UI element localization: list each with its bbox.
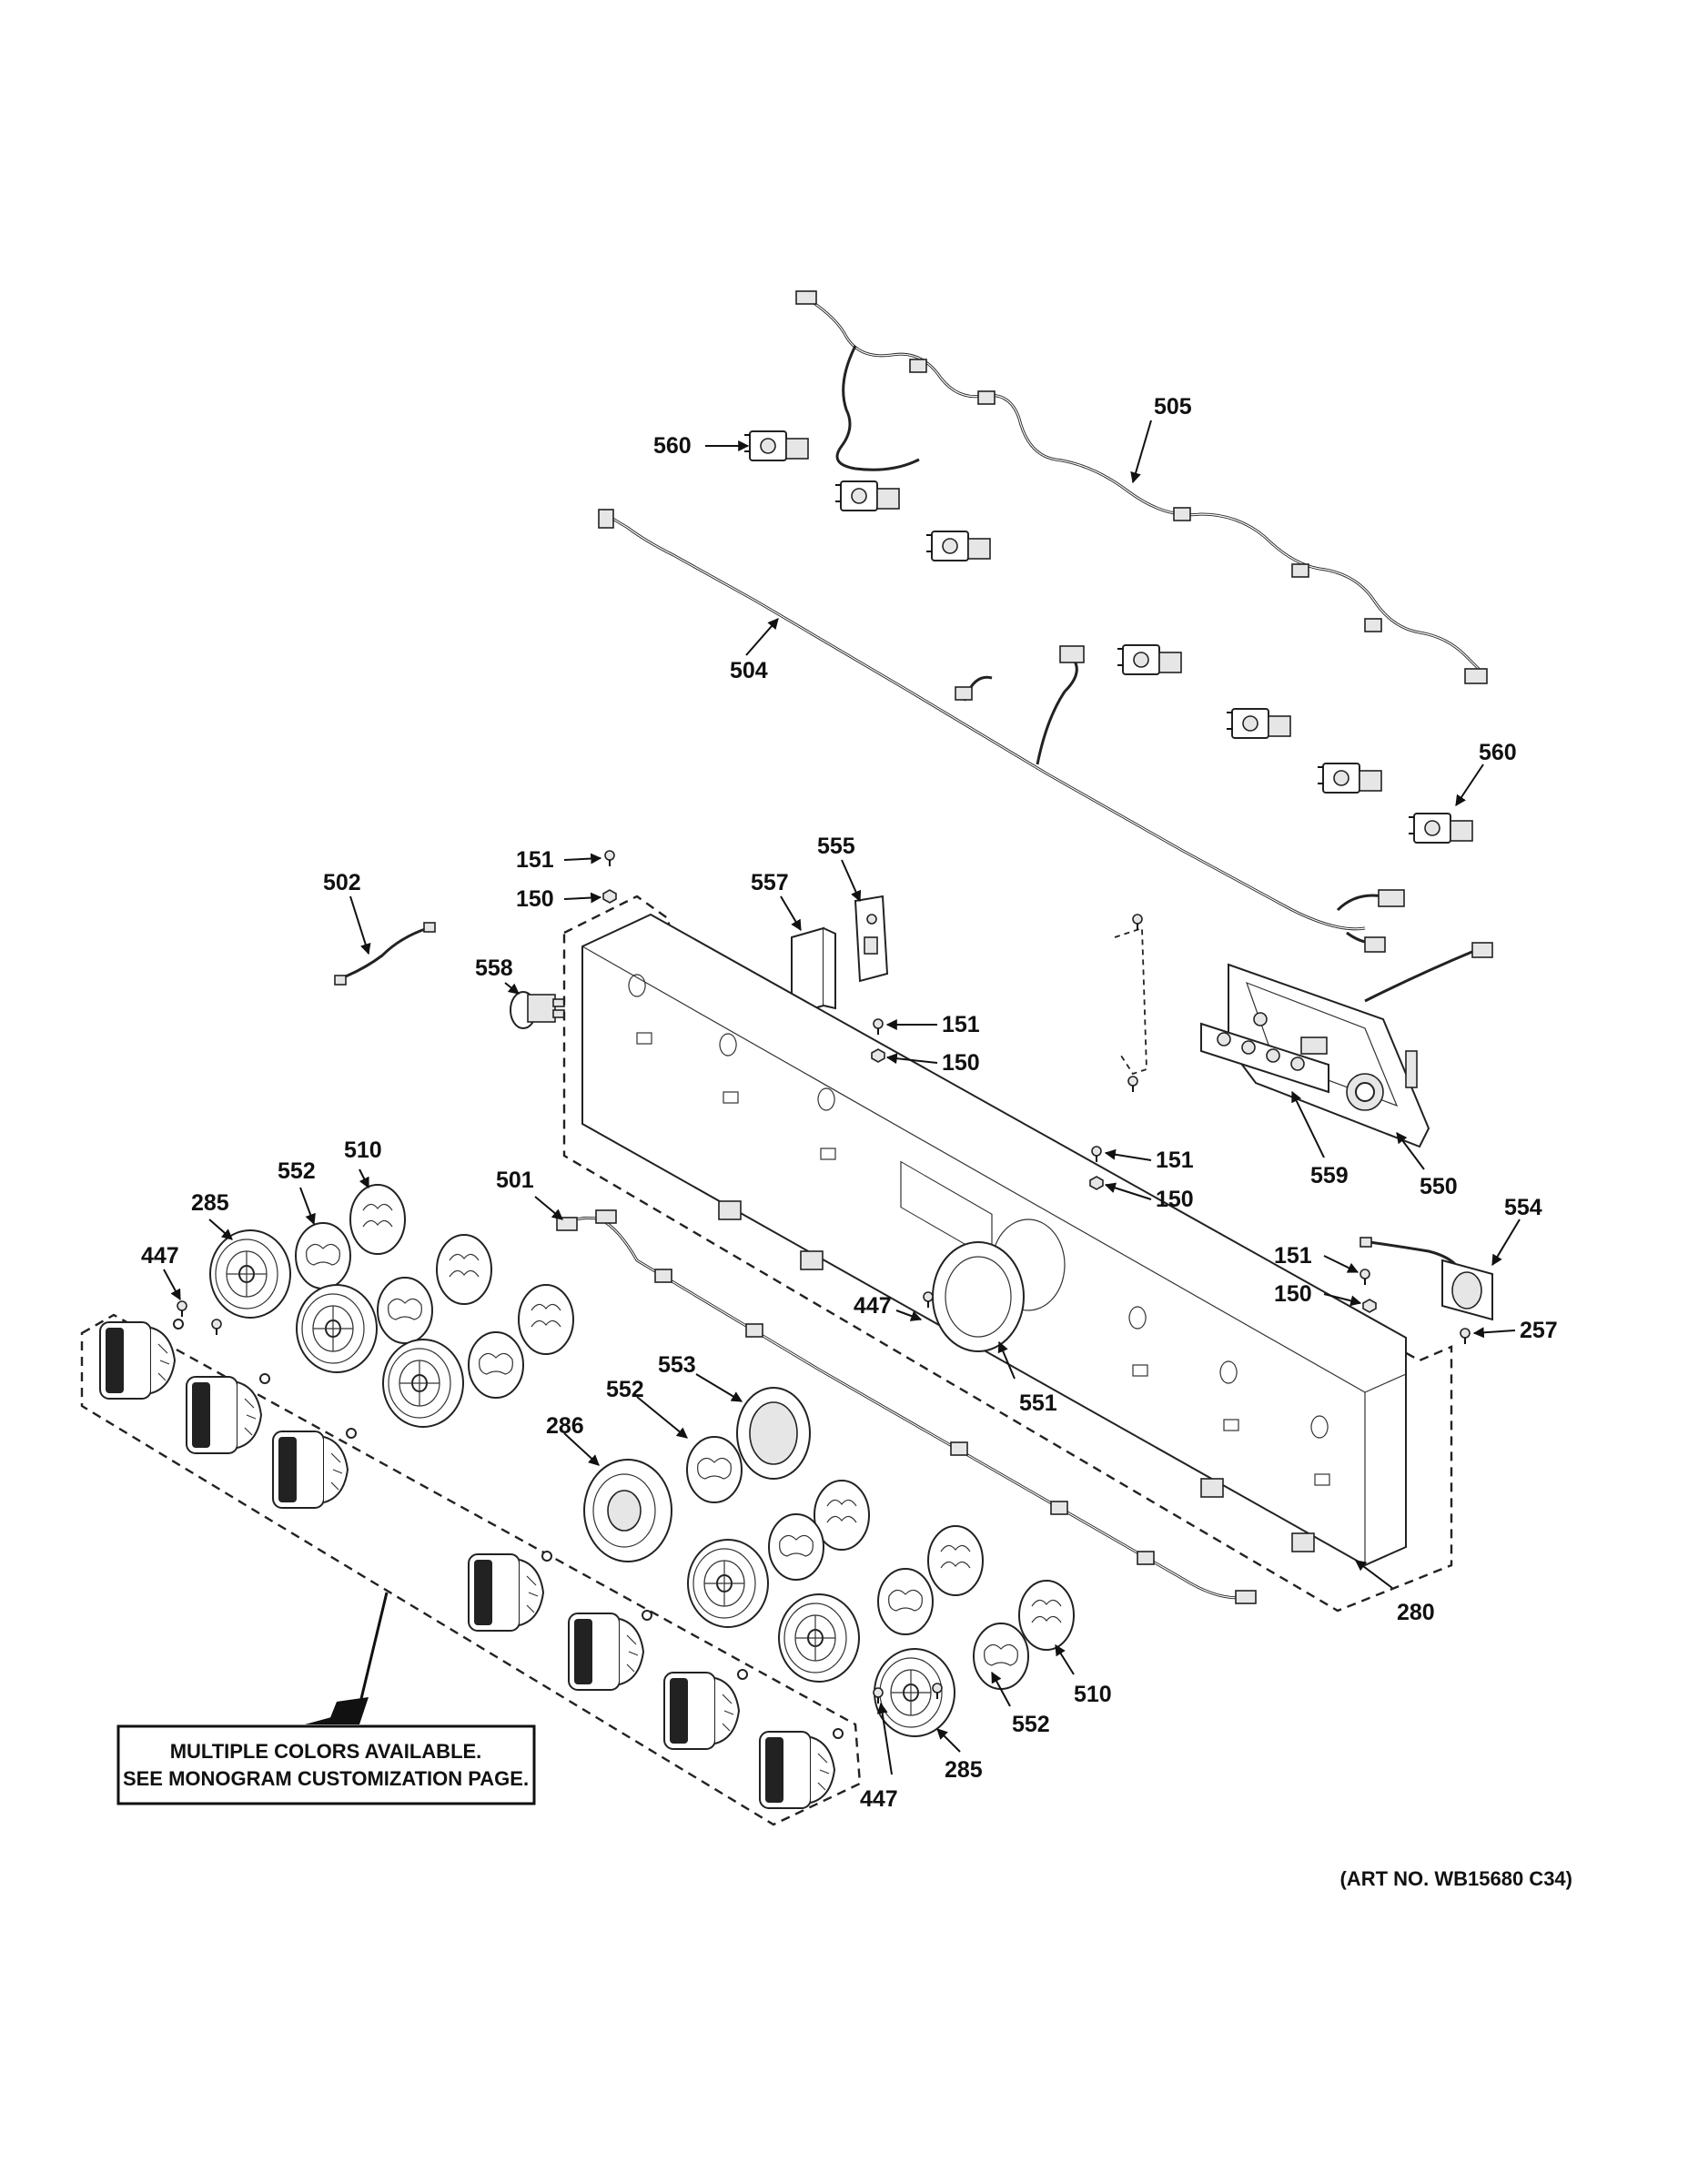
callout-150: 150 [942, 1050, 980, 1076]
callout-285: 285 [191, 1190, 229, 1216]
right-knob-group [583, 1291, 1471, 1737]
callout-505: 505 [1154, 394, 1192, 420]
callout-257: 257 [1520, 1318, 1558, 1343]
callout-552: 552 [1012, 1712, 1050, 1737]
display-ring-551 [932, 1241, 1025, 1352]
note-line-1: MULTIPLE COLORS AVAILABLE. [170, 1740, 482, 1763]
callout-285: 285 [945, 1757, 983, 1783]
callout-557: 557 [751, 870, 789, 895]
control-panel-280 [562, 895, 1453, 1613]
control-board-550 [1228, 942, 1493, 1148]
callout-447: 447 [860, 1786, 898, 1812]
callout-553: 553 [658, 1352, 696, 1378]
leader-lines [163, 420, 1521, 1775]
callout-501: 501 [496, 1168, 534, 1193]
knob-enclosure [80, 1313, 862, 1826]
harness-504 [598, 509, 1405, 953]
callout-560: 560 [653, 433, 692, 459]
callout-559: 559 [1310, 1163, 1349, 1188]
callout-447: 447 [141, 1243, 179, 1269]
bezel-286 [583, 1459, 672, 1562]
harness-505 [795, 290, 1488, 684]
callout-552: 552 [606, 1377, 644, 1402]
harness-501 [556, 1209, 1257, 1604]
callout-447: 447 [854, 1293, 892, 1319]
callout-552: 552 [278, 1158, 316, 1184]
switch-panel-559 [1200, 1022, 1329, 1094]
retainer-bracket [1114, 914, 1147, 1093]
callout-551: 551 [1019, 1390, 1057, 1416]
bracket-557 [791, 926, 836, 1016]
callout-558: 558 [475, 956, 513, 981]
callout-555: 555 [817, 834, 855, 859]
board-555 [854, 895, 889, 983]
callout-labels: 505 560 504 560 151 150 502 557 555 558 … [141, 394, 1558, 1812]
lens-553 [736, 1387, 811, 1480]
note-line-2: SEE MONOGRAM CUSTOMIZATION PAGE. [123, 1767, 529, 1790]
switch-558 [510, 991, 565, 1029]
valve-group-560 [743, 430, 1473, 844]
callout-502: 502 [323, 870, 361, 895]
callout-150: 150 [516, 886, 554, 912]
callout-150: 150 [1274, 1281, 1312, 1307]
wire-502 [334, 922, 436, 986]
callout-550: 550 [1420, 1174, 1458, 1199]
callout-286: 286 [546, 1413, 584, 1439]
callout-510: 510 [1074, 1682, 1112, 1707]
note-arrow [305, 1592, 389, 1724]
callout-151: 151 [1156, 1148, 1194, 1173]
note-box: MULTIPLE COLORS AVAILABLE. SEE MONOGRAM … [116, 1724, 536, 1805]
callout-280: 280 [1397, 1600, 1435, 1625]
callout-151: 151 [516, 847, 554, 873]
callout-151: 151 [1274, 1243, 1312, 1269]
callout-151: 151 [942, 1012, 980, 1037]
art-number: (ART NO. WB15680 C34) [1339, 1867, 1572, 1890]
callout-560: 560 [1479, 740, 1517, 765]
speaker-554 [1359, 1237, 1493, 1321]
callout-510: 510 [344, 1138, 382, 1163]
callout-150: 150 [1156, 1187, 1194, 1212]
callout-504: 504 [730, 658, 768, 683]
callout-554: 554 [1504, 1195, 1542, 1220]
